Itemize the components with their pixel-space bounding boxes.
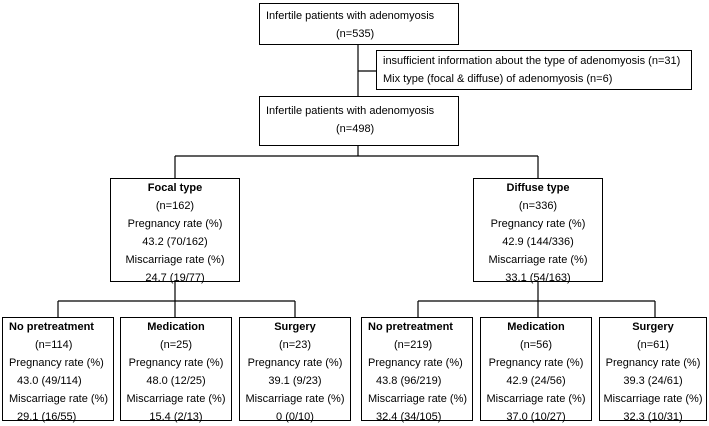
exclusion-mix-type: Mix type (focal & diffuse) of adenomyosi… bbox=[383, 73, 613, 85]
diffuse-med-title: Medication bbox=[507, 321, 565, 333]
diffuse-surg-count: (n=61) bbox=[636, 339, 670, 351]
diffuse-pregnancy-label: Pregnancy rate (%) bbox=[490, 218, 586, 230]
diffuse-nopre-pregnancy-value: 43.8 (96/219) bbox=[376, 375, 442, 387]
focal-surg-miscarriage-label: Miscarriage rate (%) bbox=[245, 393, 345, 405]
diffuse-med-pregnancy-label: Pregnancy rate (%) bbox=[488, 357, 584, 369]
exclusion-insufficient-info: insufficient information about the type … bbox=[383, 55, 681, 67]
diffuse-miscarriage-value: 33.1 (54/163) bbox=[505, 272, 571, 284]
diffuse-nopre-count: (n=219) bbox=[394, 339, 433, 351]
focal-med-pregnancy-value: 48.0 (12/25) bbox=[146, 375, 206, 387]
focal-nopre-pregnancy-label: Pregnancy rate (%) bbox=[9, 357, 104, 369]
focal-title: Focal type bbox=[147, 182, 203, 194]
diffuse-surg-pregnancy-label: Pregnancy rate (%) bbox=[605, 357, 701, 369]
diffuse-surg-miscarriage-value: 32.3 (10/31) bbox=[623, 411, 683, 423]
diffuse-surg-pregnancy-value: 39.3 (24/61) bbox=[623, 375, 683, 387]
box-focal-surgery: Surgery (n=23) Pregnancy rate (%) 39.1 (… bbox=[239, 317, 351, 423]
diffuse-pregnancy-value: 42.9 (144/336) bbox=[502, 236, 574, 248]
box-diffuse-no-pretreatment: No pretreatment (n=219) Pregnancy rate (… bbox=[361, 317, 473, 423]
focal-pregnancy-value: 43.2 (70/162) bbox=[142, 236, 208, 248]
box-exclusions: insufficient information about the type … bbox=[376, 50, 692, 90]
focal-count: (n=162) bbox=[155, 200, 195, 212]
diffuse-surg-miscarriage-label: Miscarriage rate (%) bbox=[603, 393, 703, 405]
focal-miscarriage-value: 24.7 (19/77) bbox=[145, 272, 205, 284]
diffuse-med-miscarriage-value: 37.0 (10/27) bbox=[506, 411, 566, 423]
box-focal-type: Focal type (n=162) Pregnancy rate (%) 43… bbox=[110, 178, 240, 284]
focal-nopre-count: (n=114) bbox=[35, 339, 73, 351]
focal-nopre-title: No pretreatment bbox=[9, 321, 94, 333]
focal-nopre-miscarriage-label: Miscarriage rate (%) bbox=[9, 393, 109, 405]
focal-med-pregnancy-label: Pregnancy rate (%) bbox=[128, 357, 224, 369]
diffuse-surg-title: Surgery bbox=[632, 321, 674, 333]
diffuse-nopre-title: No pretreatment bbox=[368, 321, 453, 333]
box-focal-medication: Medication (n=25) Pregnancy rate (%) 48.… bbox=[120, 317, 232, 423]
focal-surg-miscarriage-value: 0 (0/10) bbox=[276, 411, 314, 423]
top-count: (n=535) bbox=[336, 28, 375, 40]
focal-nopre-miscarriage-value: 29.1 (16/55) bbox=[17, 411, 77, 423]
focal-miscarriage-label: Miscarriage rate (%) bbox=[125, 254, 225, 266]
diffuse-med-pregnancy-value: 42.9 (24/56) bbox=[506, 375, 566, 387]
focal-surg-count: (n=23) bbox=[278, 339, 312, 351]
diffuse-miscarriage-label: Miscarriage rate (%) bbox=[488, 254, 588, 266]
box-diffuse-type: Diffuse type (n=336) Pregnancy rate (%) … bbox=[473, 178, 603, 284]
focal-surg-pregnancy-value: 39.1 (9/23) bbox=[268, 375, 322, 387]
diffuse-nopre-miscarriage-label: Miscarriage rate (%) bbox=[368, 393, 468, 405]
box-top-patients: Infertile patients with adenomyosis (n=5… bbox=[259, 3, 459, 45]
diffuse-nopre-miscarriage-value: 32.4 (34/105) bbox=[376, 411, 442, 423]
focal-nopre-pregnancy-value: 43.0 (49/114) bbox=[17, 375, 82, 387]
diffuse-nopre-pregnancy-label: Pregnancy rate (%) bbox=[368, 357, 463, 369]
focal-med-title: Medication bbox=[147, 321, 205, 333]
diffuse-med-miscarriage-label: Miscarriage rate (%) bbox=[486, 393, 586, 405]
box-focal-no-pretreatment: No pretreatment (n=114) Pregnancy rate (… bbox=[2, 317, 114, 423]
focal-med-count: (n=25) bbox=[159, 339, 193, 351]
focal-surg-pregnancy-label: Pregnancy rate (%) bbox=[247, 357, 343, 369]
diffuse-count: (n=336) bbox=[518, 200, 558, 212]
top-title: Infertile patients with adenomyosis bbox=[266, 10, 435, 22]
box-diffuse-medication: Medication (n=56) Pregnancy rate (%) 42.… bbox=[480, 317, 592, 423]
box-diffuse-surgery: Surgery (n=61) Pregnancy rate (%) 39.3 (… bbox=[599, 317, 707, 423]
focal-med-miscarriage-value: 15.4 (2/13) bbox=[149, 411, 203, 423]
focal-surg-title: Surgery bbox=[274, 321, 316, 333]
middle-count: (n=498) bbox=[336, 123, 375, 135]
middle-title: Infertile patients with adenomyosis bbox=[266, 105, 435, 117]
box-eligible-patients: Infertile patients with adenomyosis (n=4… bbox=[259, 96, 459, 146]
focal-pregnancy-label: Pregnancy rate (%) bbox=[127, 218, 223, 230]
diffuse-title: Diffuse type bbox=[506, 182, 570, 194]
focal-med-miscarriage-label: Miscarriage rate (%) bbox=[126, 393, 226, 405]
diffuse-med-count: (n=56) bbox=[519, 339, 553, 351]
